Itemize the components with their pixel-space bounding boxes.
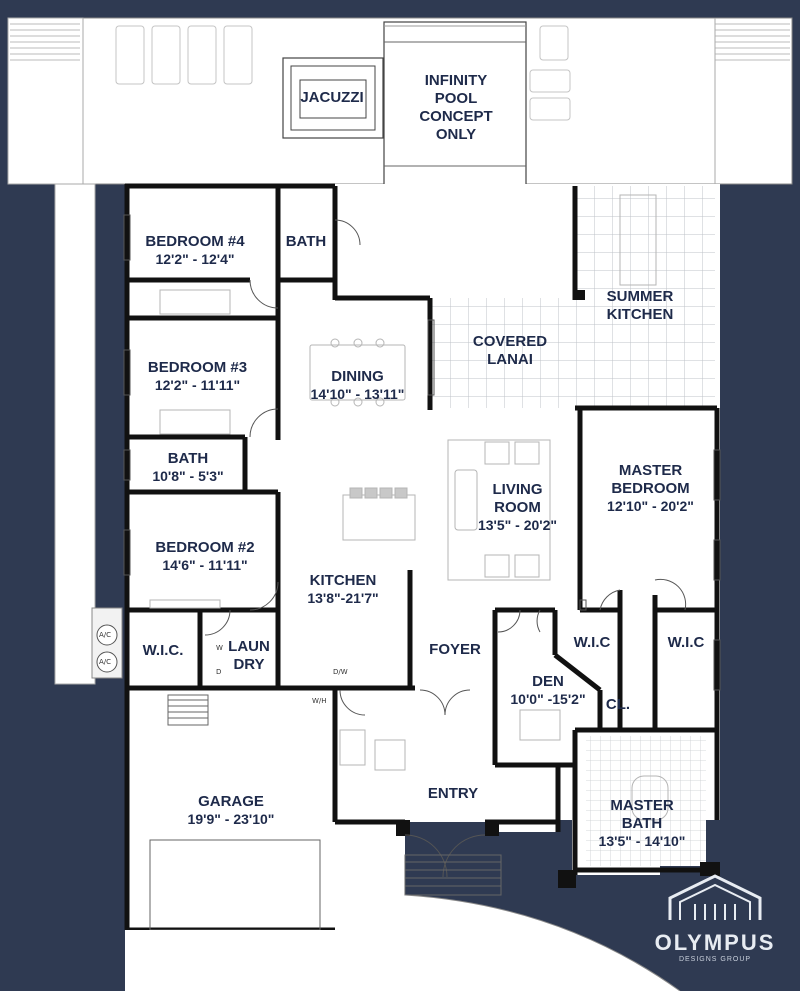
covered-lanai-label: COVERED LANAI: [472, 333, 548, 368]
brand-tagline: DESIGNS GROUP: [678, 956, 752, 963]
dining-label: DINING 14'10" - 13'11": [310, 368, 405, 402]
summer-kitchen-tile: [575, 186, 715, 408]
house-logo-icon: [668, 874, 762, 920]
ac-units: [91, 607, 123, 679]
water-heater-label: W/H: [312, 697, 327, 705]
ac-label-2: A/C: [99, 658, 112, 666]
master-bath-label: MASTER BATH 13'5" - 14'10": [598, 797, 686, 849]
olympus-logo: OLYMPUS DESIGNS GROUP: [640, 870, 790, 970]
brand-name: OLYMPUS: [654, 930, 776, 955]
foyer-label: FOYER: [429, 641, 481, 658]
bath-mid-label: BATH 10'8" - 5'3": [152, 450, 224, 484]
dishwasher-label: D/W: [333, 668, 348, 676]
closet-label: CL.: [605, 696, 631, 713]
master-bedroom-label: MASTER BEDROOM 12'10" - 20'2": [607, 462, 694, 514]
den-label: DEN 10'0" -15'2": [510, 673, 586, 707]
washer-label: W: [216, 644, 223, 652]
laundry-label: LAUN DRY: [228, 638, 270, 673]
lanai-tile: [430, 298, 580, 408]
wic-master-label: W.I.C: [667, 634, 705, 651]
wic-den-label: W.I.C: [573, 634, 611, 651]
wic-left-label: W.I.C.: [142, 642, 184, 659]
dryer-label: D: [216, 668, 222, 676]
ac-label-1: A/C: [99, 631, 112, 639]
bath-top-label: BATH: [285, 233, 327, 250]
pool-label: INFINITY POOL CONCEPT ONLY: [419, 72, 493, 143]
garage-label: GARAGE 19'9" - 23'10": [187, 793, 275, 827]
summer-kitchen-label: SUMMER KITCHEN: [606, 288, 674, 323]
entry-label: ENTRY: [427, 785, 479, 802]
bedroom2-label: BEDROOM #2 14'6" - 11'11": [155, 539, 255, 573]
kitchen-label: KITCHEN 13'8"-21'7": [307, 572, 379, 606]
master-bath-tile: [586, 736, 706, 866]
walls: [124, 183, 720, 933]
living-room-label: LIVING ROOM 13'5" - 20'2": [477, 481, 558, 533]
bedroom4-label: BEDROOM #4 12'2" - 12'4": [145, 233, 245, 267]
bedroom3-label: BEDROOM #3 12'2" - 11'11": [147, 359, 248, 393]
jacuzzi-label: JACUZZI: [300, 89, 364, 106]
